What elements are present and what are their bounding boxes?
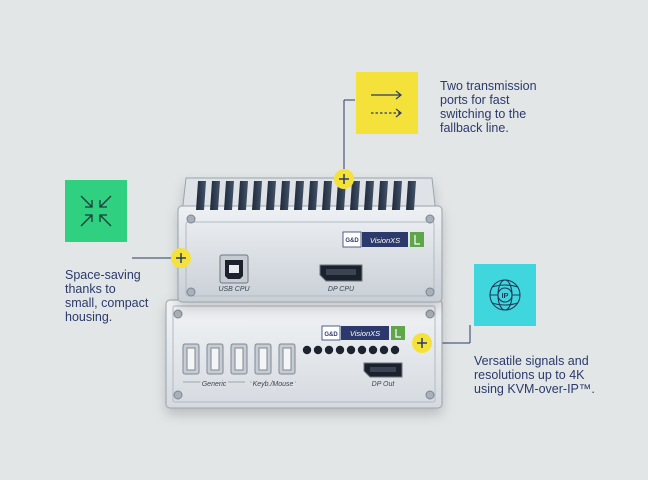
plus-icon — [176, 253, 186, 263]
globe-ip-label: IP — [501, 291, 508, 300]
signals-line-1: Versatile signals and — [474, 354, 589, 368]
marker-top[interactable] — [334, 169, 354, 189]
top-brand-logo: G&D — [345, 238, 359, 244]
usb-cpu-label: USB CPU — [218, 286, 250, 293]
usb-b-port — [219, 254, 249, 284]
space-saving-tile — [65, 180, 127, 242]
led-indicators — [302, 345, 400, 355]
compress-arrows-icon — [80, 195, 112, 227]
signals-line-2: resolutions up to 4K — [474, 368, 585, 382]
transmission-line-1: Two transmission — [440, 79, 537, 93]
transmission-line-4: fallback line. — [440, 121, 509, 135]
bottom-brand-strip: G&D VisionXS — [321, 325, 405, 341]
space-saving-line-2: thanks to — [65, 282, 116, 296]
bottom-unit-screws — [173, 309, 435, 400]
globe-ip-icon — [489, 279, 521, 311]
usb-a-ports — [182, 343, 296, 375]
bottom-model-label: VisionXS — [350, 329, 380, 338]
dp-cpu-label: DP CPU — [328, 286, 355, 293]
generic-label: Generic — [202, 381, 227, 388]
dp-cpu-port — [319, 264, 363, 282]
space-saving-line-1: Space-saving — [65, 268, 141, 282]
marker-right[interactable] — [412, 333, 432, 353]
transmission-tile — [356, 72, 418, 134]
signals-tile: IP — [474, 264, 536, 326]
top-brand-strip: G&D VisionXS — [342, 231, 424, 248]
arrows-right-icon — [371, 90, 402, 118]
signals-callout: Versatile signals and resolutions up to … — [474, 354, 595, 396]
signals-line-3: using KVM-over-IP™. — [474, 382, 595, 396]
transmission-line-2: ports for fast — [440, 93, 510, 107]
bottom-brand-logo: G&D — [324, 332, 338, 338]
marker-left[interactable] — [171, 248, 191, 268]
plus-icon — [417, 338, 427, 348]
top-unit-screws — [186, 214, 435, 297]
plus-icon — [339, 174, 349, 184]
top-model-label: VisionXS — [370, 236, 400, 245]
transmission-line-3: switching to the — [440, 107, 527, 121]
space-saving-line-3: small, compact — [65, 296, 149, 310]
transmission-callout: Two transmission ports for fast switchin… — [440, 79, 537, 135]
dp-out-port — [363, 362, 403, 378]
space-saving-callout: Space-saving thanks to small, compact ho… — [65, 268, 148, 324]
keyb-mouse-label: Keyb./Mouse — [253, 381, 294, 388]
dp-out-label: DP Out — [372, 381, 396, 388]
space-saving-line-4: housing. — [65, 310, 113, 324]
